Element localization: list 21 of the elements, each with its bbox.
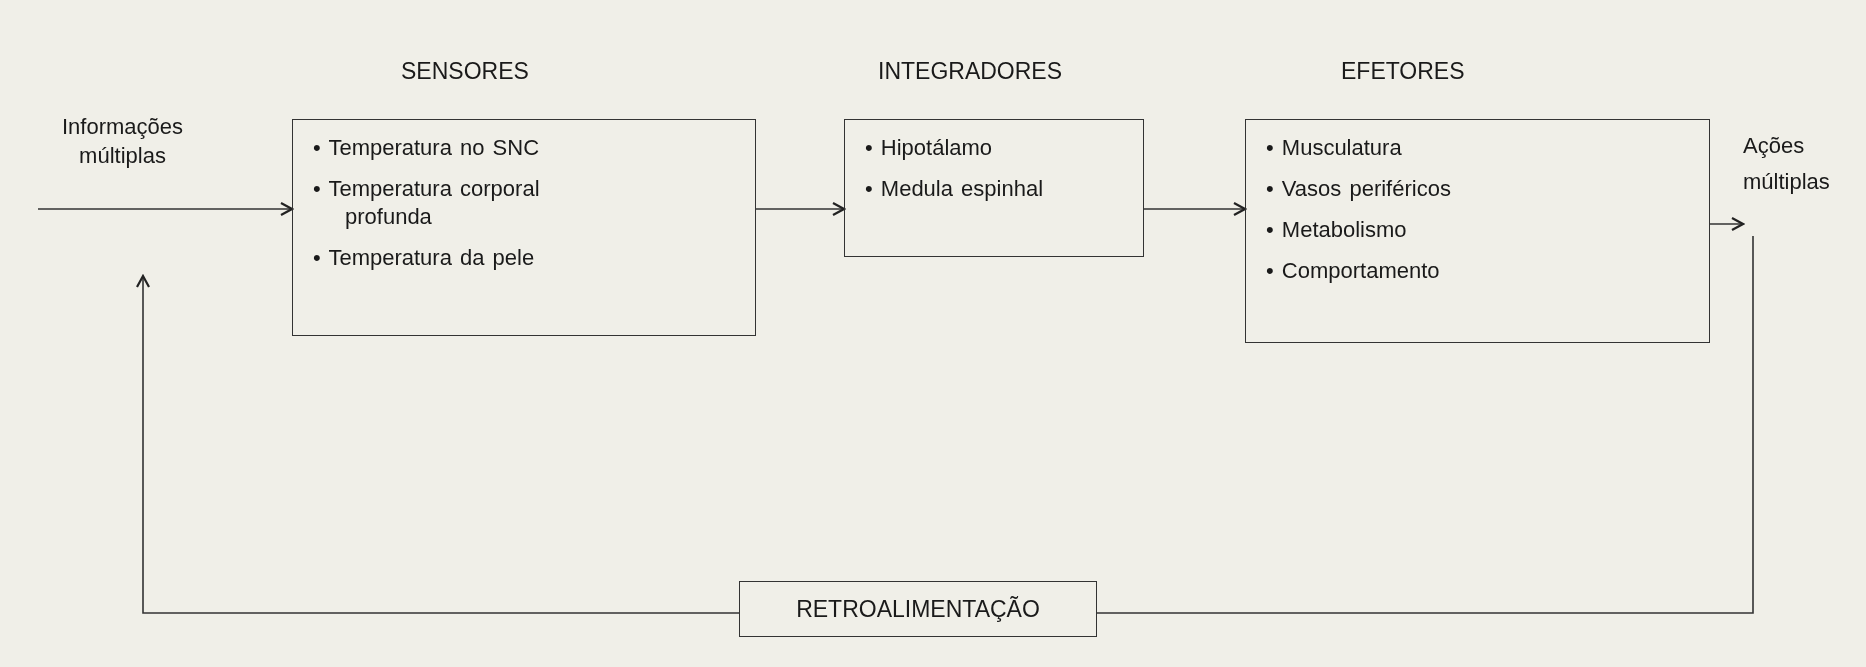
list-item: • Comportamento bbox=[1266, 257, 1441, 285]
arrow bbox=[135, 274, 740, 614]
arrow bbox=[1709, 216, 1745, 232]
section-heading: SENSORES bbox=[401, 57, 529, 86]
section-heading: INTEGRADORES bbox=[878, 57, 1063, 86]
list-item: • Temperatura corporal profunda bbox=[313, 175, 541, 231]
input-label: Informações múltiplas bbox=[60, 113, 185, 170]
section-heading: EFETORES bbox=[1341, 57, 1465, 86]
list-item: • Temperatura no SNC bbox=[313, 134, 541, 162]
arrow bbox=[755, 201, 846, 217]
list-item: • Musculatura bbox=[1266, 134, 1403, 162]
list-item: • Medula espinhal bbox=[865, 175, 1045, 203]
list-item: • Temperatura da pele bbox=[313, 244, 536, 272]
arrow bbox=[37, 201, 294, 217]
output-label: Ações múltiplas bbox=[1743, 132, 1831, 196]
list-item: • Vasos periféricos bbox=[1266, 175, 1452, 203]
feedback-box: RETROALIMENTAÇÃO bbox=[739, 581, 1097, 637]
list-item: • Hipotálamo bbox=[865, 134, 994, 162]
arrow bbox=[1143, 201, 1247, 217]
list-item: • Metabolismo bbox=[1266, 216, 1408, 244]
connector-line bbox=[1096, 235, 1754, 614]
